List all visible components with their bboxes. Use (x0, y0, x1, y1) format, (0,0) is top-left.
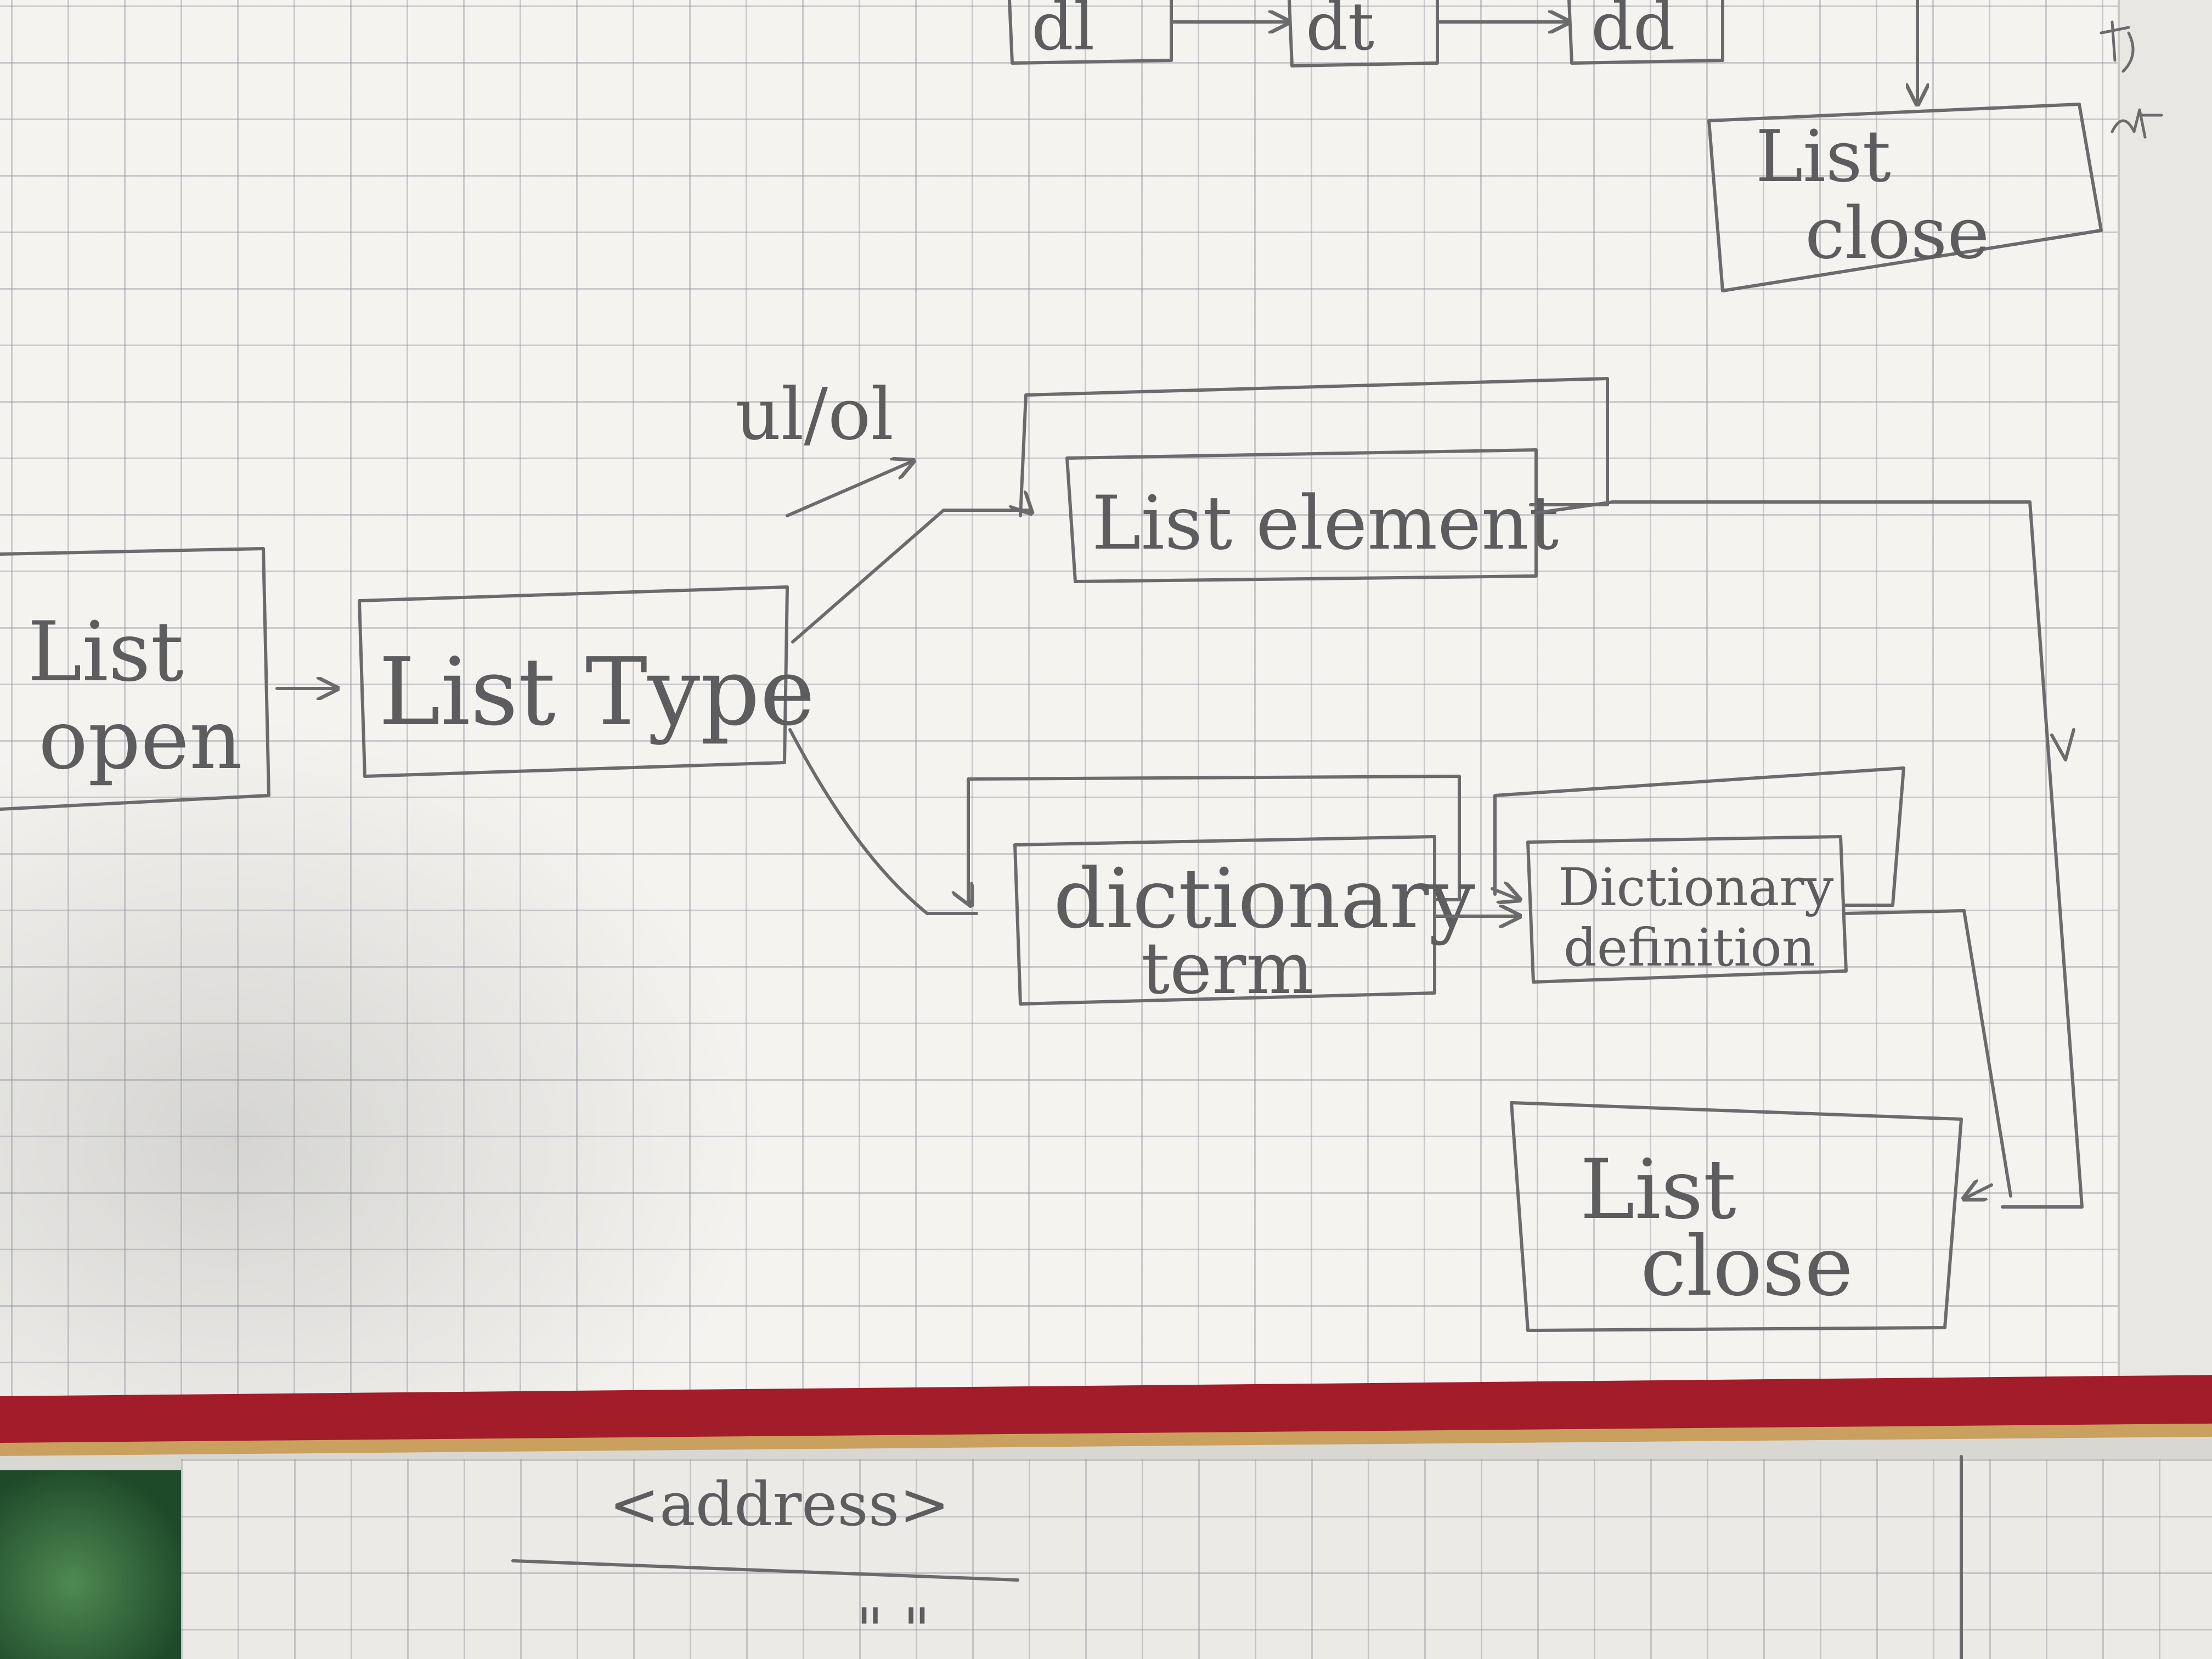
dictionary-definition-node: Dictionary definition (1526, 835, 1848, 984)
next-page-content: <address> " " (511, 1455, 1963, 1659)
ul-ol-label: ul/ol (735, 373, 894, 456)
list-close-bottom-line2: close (1640, 1219, 1853, 1314)
dl-label: dl (1031, 0, 1094, 65)
graph-paper (0, 0, 2172, 1404)
dictionary-term-line2: term (1141, 927, 1314, 1010)
shadow (0, 713, 768, 1426)
margin-scribbles (2100, 20, 2163, 139)
ul-ol-edge-label: ul/ol (735, 373, 913, 517)
green-object (0, 1470, 181, 1659)
list-close-top-node: List close (1707, 103, 2103, 292)
loop-list-element (1019, 377, 1609, 517)
dd-label: dd (1591, 0, 1675, 65)
list-close-top-line2: close (1805, 191, 1989, 275)
top-partial-boxes: dl dt dd (1008, 0, 1724, 67)
list-close-bottom-node: List close (1510, 1101, 1963, 1332)
list-open-line2: open (38, 692, 242, 788)
list-element-label: List element (1092, 480, 1559, 566)
arrowhead-down (2050, 728, 2075, 761)
loop-dictionary-definition (1493, 766, 1905, 907)
list-type-label: List Type (379, 638, 815, 747)
list-open-line1: List (27, 605, 184, 700)
dictionary-term-line1: dictionary (1053, 851, 1475, 947)
dictionary-definition-line2: definition (1564, 918, 1815, 978)
list-type-node: List Type (358, 585, 815, 778)
edge-type-to-term (788, 728, 978, 915)
adjacent-sheet (2118, 0, 2212, 1404)
edge-definition-to-close (1844, 909, 2012, 1198)
edge-type-to-element (791, 509, 1033, 644)
list-close-top-line1: List (1756, 115, 1891, 198)
next-page (181, 1459, 2212, 1659)
loop-dictionary-term (967, 775, 1461, 904)
list-close-bottom-line1: List (1580, 1142, 1736, 1238)
list-element-node: List element (1065, 448, 1559, 583)
dictionary-definition-line1: Dictionary (1558, 857, 1834, 918)
next-page-address: <address> (609, 1469, 950, 1539)
next-page-rule (511, 1559, 1019, 1582)
dictionary-term-node: dictionary term (1013, 835, 1475, 1010)
list-open-node: List open (0, 547, 270, 811)
edge-element-to-close (1534, 500, 2084, 1209)
dt-label: dt (1306, 0, 1374, 65)
next-page-quotes: " " (856, 1595, 930, 1659)
